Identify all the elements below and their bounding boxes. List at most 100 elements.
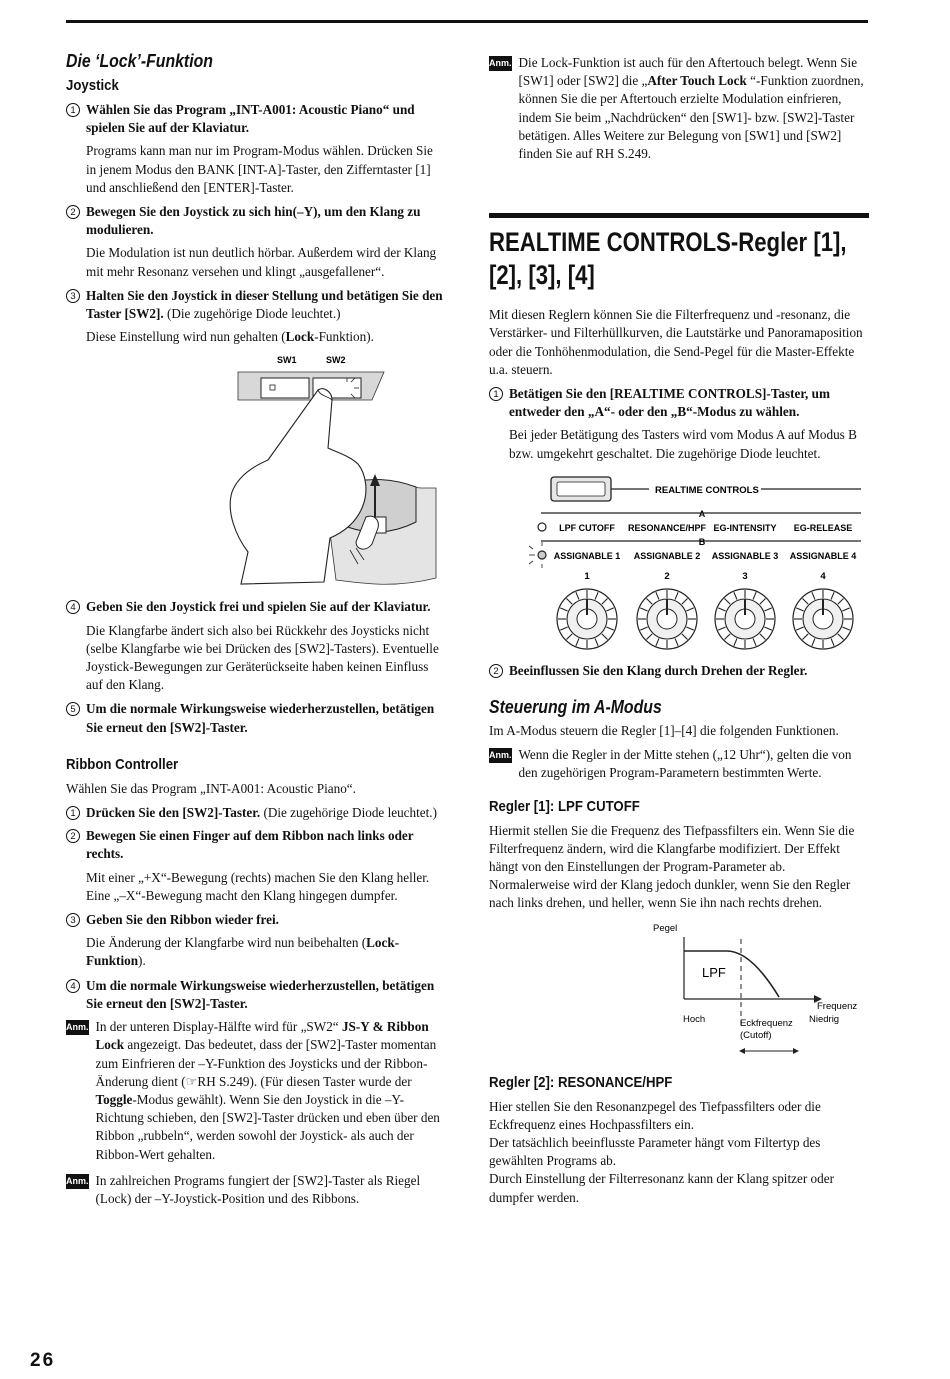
frequenz-label: Frequenz [817,1001,857,1012]
body-part: -Funktion). [314,329,374,345]
knob-tick [724,633,731,640]
body-part: Diese Einstellung wird nun gehalten ( [86,329,286,345]
led-b-glow [528,541,543,568]
hand-drawing [229,388,367,586]
knob-number: 2 [664,571,669,582]
fingernail [317,390,333,401]
knob-tick [752,638,757,646]
step-number: 3 [66,288,80,303]
joystick-step-1: 1 Wählen Sie das Program „INT-A001: Acou… [66,101,446,137]
pegel-label: Pegel [653,923,677,934]
note-sw2-lock: Anm. In zahlreichen Programs fungiert de… [66,1172,446,1208]
note-aftertouch-lock: Anm. Die Lock-Funktion ist auch für den … [489,54,869,163]
ribbon-intro: Wählen Sie das Program „INT-A001: Acoust… [66,780,356,796]
step-text: Beeinflussen Sie den Klang durch Drehen … [509,662,808,678]
body-part: Die Änderung der Klangfarbe wird nun bei… [86,935,367,951]
knob[interactable] [636,588,698,650]
joystick-step-4-body: Die Klangfarbe ändert sich also bei Rück… [86,622,439,693]
knob-number: 4 [820,571,826,582]
right-column: Anm. Die Lock-Funktion ist auch für den … [489,54,869,1207]
step-number: 4 [66,978,80,993]
cutoff-label: (Cutoff) [740,1030,772,1041]
knob-tick [752,591,757,600]
note-part: “-Funktion zuordnen, können Sie die per … [518,73,864,162]
joystick-illustration: SW1 SW2 [66,352,446,592]
step-text-bold: Drücken Sie den [SW2]-Taster. [86,805,261,821]
knob-number: 3 [742,571,747,582]
knob-tick [733,638,738,646]
knob-tick [733,591,738,600]
knob-tick [764,626,773,631]
step-number: 2 [66,205,80,220]
x-axis-arrow [814,994,822,1003]
b-label: ASSIGNABLE 3 [712,551,779,561]
note-bold: After Touch Lock [647,73,747,89]
note-icon: Anm. [489,56,512,71]
lpf-curve-drawing: Pegel LPF Frequenz Hoch Eckfrequenz (Cut… [653,923,857,1054]
a-label: LPF CUTOFF [559,523,615,533]
regler-2-body-2: Der tatsächlich beeinflusste Parameter h… [489,1135,821,1169]
knob-tick [802,597,809,605]
knob-tick [837,597,844,605]
step-text-rest: (Die zugehörige Diode leuchtet.) [163,306,341,322]
body-bold: Lock-Funktion [86,935,400,969]
knob[interactable] [714,588,776,650]
knob[interactable] [792,588,854,650]
note-text: In der unteren Display-Hälfte wird für „… [96,1018,447,1164]
note-center-position: Anm. Wenn die Regler in der Mitte stehen… [489,746,869,782]
knob-tick [686,607,695,612]
ribbon-step-1: 1 Drücken Sie den [SW2]-Taster. (Die zug… [66,804,446,822]
knob-tick [724,597,731,605]
step-number: 2 [66,829,80,844]
ribbon-step-2: 2 Bewegen Sie einen Finger auf dem Ribbo… [66,827,446,863]
note-text: In zahlreichen Programs fungiert der [SW… [95,1172,421,1206]
sw2-label: SW2 [326,355,346,365]
step-number: 2 [489,663,503,678]
step-text-rest: (Die zugehörige Diode leuchtet.) [260,805,437,821]
knob-tick [837,633,844,640]
step-number: 1 [66,103,80,117]
page-number: 26 [30,1350,56,1371]
joystick-heading: Joystick [66,77,119,94]
joystick-step-3: 3 Halten Sie den Joystick in dieser Stel… [66,287,446,323]
knob-tick [575,638,580,646]
regler-1-body: Hiermit stellen Sie die Frequenz des Tie… [489,822,855,911]
knob-tick [717,607,726,612]
joystick-hand-drawing: SW1 SW2 [229,355,437,586]
note-text: Die Lock-Funktion ist auch für den After… [519,54,870,163]
a-label: EG-INTENSITY [713,523,776,533]
regler-2-body-3: Durch Einstellung der Filterresonanz kan… [489,1171,834,1205]
knob-tick [811,591,816,600]
note-part: -Modus gewählt). Wenn Sie den Joystick i… [95,1091,440,1162]
knob[interactable] [556,588,618,650]
knob-tick [681,597,688,605]
top-rule [66,20,868,23]
thumb-drawing [355,516,379,550]
regler-2-body-1: Hier stellen Sie den Resonanzpegel des T… [489,1098,821,1132]
knob-tick [759,633,766,640]
sw1-led [269,385,276,391]
row-b-label: B [699,537,706,547]
knob-tick [674,591,679,600]
knob-tick [606,626,615,631]
body-part: ). [138,953,146,969]
ribbon-step-3: 3 Geben Sie den Ribbon wieder frei. [66,911,446,929]
knob-tick [646,633,653,640]
knob-tick [575,591,580,600]
note-icon: Anm. [489,748,512,764]
joystick-step-2: 2 Bewegen Sie den Joystick zu sich hin(–… [66,203,446,239]
ribbon-step-4: 4 Um die normale Wirkungsweise wiederher… [66,977,446,1013]
realtime-step-1: 1 Betätigen Sie den [REALTIME CONTROLS]-… [489,385,869,421]
knob-tick [830,638,835,646]
step-text-bold: Halten Sie den Joystick in dieser Stellu… [86,287,443,322]
joystick-step-1-body: Programs kann man nur im Program-Modus w… [86,143,433,195]
step-text: Bewegen Sie einen Finger auf dem Ribbon … [86,828,414,862]
b-label: ASSIGNABLE 4 [790,551,857,561]
regler-2-heading: Regler [2]: RESONANCE/HPF [489,1073,673,1091]
step-text: Um die normale Wirkungsweise wiederherzu… [86,977,435,1011]
niedrig-label: Niedrig [809,1014,839,1025]
knob-tick [559,607,568,612]
eckfrequenz-label: Eckfrequenz [740,1018,793,1029]
